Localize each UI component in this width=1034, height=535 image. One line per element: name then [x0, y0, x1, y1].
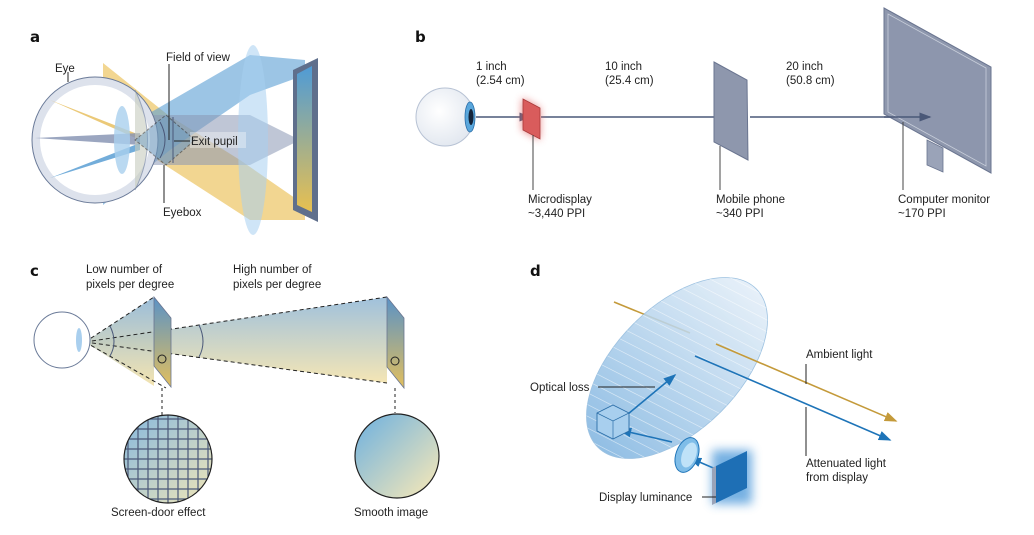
device-microdisplay-name: Microdisplay [528, 194, 592, 206]
device-phone-name: Mobile phone [716, 194, 785, 206]
lens-stripe [572, 384, 689, 445]
eye-lens-c [76, 328, 82, 352]
far-sample-circle [390, 356, 400, 366]
screen-surface-a [297, 66, 312, 212]
prism-to-lens-ray [627, 373, 677, 415]
panel-b-letter: b [415, 28, 426, 46]
distance-2-line2: (25.4 cm) [605, 75, 654, 87]
high-ppd-line2: pixels per degree [233, 279, 321, 291]
panel-a: a Eye Field of view Exit pupil Eyebox [30, 28, 318, 235]
panel-d: d Optical loss [530, 260, 898, 505]
small-lens-to-prism-ray [618, 427, 673, 443]
large-lens-a [238, 45, 268, 235]
near-cone-bottom [84, 341, 167, 389]
exit-pupil-label-bg [190, 132, 246, 148]
label-screen-door: Screen-door effect [111, 507, 206, 519]
device-phone-ppi: ~340 PPI [716, 208, 764, 220]
lens-stripe [665, 291, 782, 352]
distance-3-line2: (50.8 cm) [786, 75, 835, 87]
near-angle-arc [109, 325, 115, 357]
panel-c: c Low number of pixels per degree High n… [30, 262, 440, 519]
panel-d-letter: d [530, 262, 541, 280]
far-display-panel [386, 295, 405, 390]
device-microdisplay-ppi: ~3,440 PPI [528, 208, 585, 220]
smooth-image-circle [354, 413, 440, 499]
eye-ball-c [33, 311, 91, 369]
lens-stripe [618, 337, 736, 399]
near-sample-circle [157, 354, 167, 364]
device-monitor-ppi: ~170 PPI [898, 208, 946, 220]
near-cone [85, 297, 154, 386]
low-ppd-line1: Low number of [86, 264, 163, 276]
label-ambient-light: Ambient light [806, 349, 873, 361]
label-exit-pupil: Exit pupil [191, 136, 238, 148]
microdisplay [522, 98, 541, 140]
panel-c-letter: c [30, 262, 39, 280]
label-eyebox: Eyebox [163, 207, 202, 219]
fov-arc [159, 121, 166, 159]
lens-stripe [626, 330, 743, 391]
label-attenuated-line1: Attenuated light [806, 458, 887, 470]
panel-b: b 1 inch (2.54 cm) 10 inch (25.4 cm) 20 … [415, 7, 992, 220]
label-field-of-view: Field of view [166, 52, 231, 64]
distance-3-line1: 20 inch [786, 61, 823, 73]
far-cone-top [84, 296, 388, 343]
monitor-screen [887, 13, 987, 167]
display-panel-d-edge [712, 466, 716, 505]
eye-lens-a [114, 106, 130, 174]
far-cone-bottom [84, 341, 388, 384]
lens-stripe [603, 353, 720, 414]
distance-1-line1: 1 inch [476, 61, 507, 73]
far-angle-arc [198, 324, 204, 358]
lens-stripe [595, 361, 712, 422]
far-cone [85, 297, 387, 383]
prism-cube [596, 404, 630, 440]
high-ppd-line1: High number of [233, 264, 312, 276]
display-panel-d [716, 451, 747, 503]
pupil-b [468, 109, 474, 125]
label-optical-loss: Optical loss [530, 382, 590, 394]
mobile-phone [713, 61, 749, 161]
low-ppd-line2: pixels per degree [86, 279, 174, 291]
label-eye: Eye [55, 63, 75, 75]
attenuated-light-ray [694, 355, 892, 441]
device-monitor-name: Computer monitor [898, 194, 990, 206]
panel-a-letter: a [30, 28, 40, 46]
eye-ray-gray [35, 133, 140, 145]
distance-1-line2: (2.54 cm) [476, 75, 525, 87]
monitor-stand [926, 139, 944, 173]
near-display-panel [153, 295, 172, 389]
lens-stripe [657, 299, 775, 360]
label-attenuated-line2: from display [806, 472, 868, 484]
lens-stripe [642, 314, 759, 375]
distance-2-line1: 10 inch [605, 61, 642, 73]
small-lens-d-inner [681, 442, 697, 468]
label-display-luminance: Display luminance [599, 492, 692, 504]
label-smooth-image: Smooth image [354, 507, 428, 519]
screen-door-outline [123, 414, 213, 504]
